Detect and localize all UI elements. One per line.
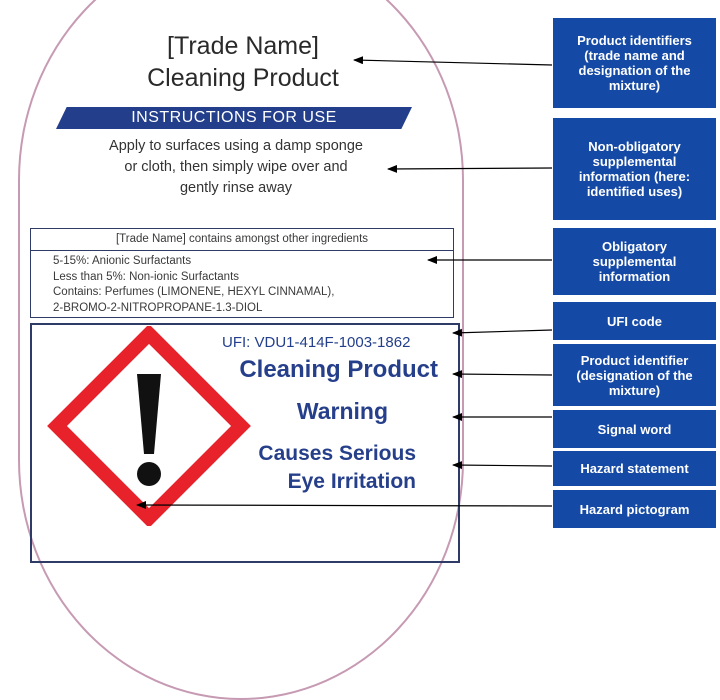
product-title: Cleaning Product [147, 64, 339, 92]
instructions-line: Apply to surfaces using a damp sponge [109, 138, 363, 154]
callout-hazard-statement: Hazard statement [553, 451, 716, 486]
instructions-line: gently rinse away [179, 180, 293, 196]
arrow-product-identifiers [353, 56, 553, 66]
arrow-hazard-statement [452, 461, 553, 470]
ingredient-line: 2-BROMO-2-NITROPROPANE-1.3-DIOL [53, 301, 263, 314]
ufi-code: UFI: VDU1-414F-1003-1862 [222, 334, 411, 351]
arrow-ufi-code [452, 328, 553, 337]
callout-ufi-code: UFI code [553, 302, 716, 340]
product-identifier: Cleaning Product [239, 356, 438, 383]
callout-product-identifier: Product identifier (designation of the m… [553, 344, 716, 406]
callout-product-identifiers: Product identifiers (trade name and desi… [553, 18, 716, 108]
instructions-text: Apply to surfaces using a damp sponge or… [60, 136, 412, 199]
arrow-product-identifier [452, 370, 553, 379]
ingredient-line: Less than 5%: Non-ionic Surfactants [53, 270, 240, 283]
instructions-line: or cloth, then simply wipe over and [124, 159, 348, 175]
ingredients-header: [Trade Name] contains amongst other ingr… [31, 229, 453, 251]
callout-hazard-pictogram: Hazard pictogram [553, 490, 716, 528]
callout-arrows [136, 56, 553, 510]
ingredient-line: 5-15%: Anionic Surfactants [53, 255, 192, 267]
signal-word: Warning [296, 398, 388, 424]
callout-signal-word: Signal word [553, 410, 716, 448]
ingredient-line: Contains: Perfumes (LIMONENE, HEXYL CINN… [53, 286, 335, 298]
product-identifiers: [Trade Name] Cleaning Product [58, 30, 428, 94]
instructions-banner: INSTRUCTIONS FOR USE [56, 107, 412, 129]
hazard-statement-line: Causes Serious [258, 442, 416, 465]
hazard-statement-line: Eye Irritation [287, 470, 416, 493]
trade-name: [Trade Name] [167, 32, 319, 60]
arrow-hazard-pictogram [136, 501, 553, 510]
ghs-exclamation-mark-icon [47, 326, 251, 526]
ingredients-box: [Trade Name] contains amongst other ingr… [30, 228, 454, 318]
arrow-supplemental-info [387, 164, 553, 173]
callout-obligatory-info: Obligatory supplemental information [553, 228, 716, 295]
ingredients-list: 5-15%: Anionic Surfactants Less than 5%:… [53, 254, 443, 316]
callout-non-obligatory-info: Non-obligatory supplemental information … [553, 118, 716, 220]
